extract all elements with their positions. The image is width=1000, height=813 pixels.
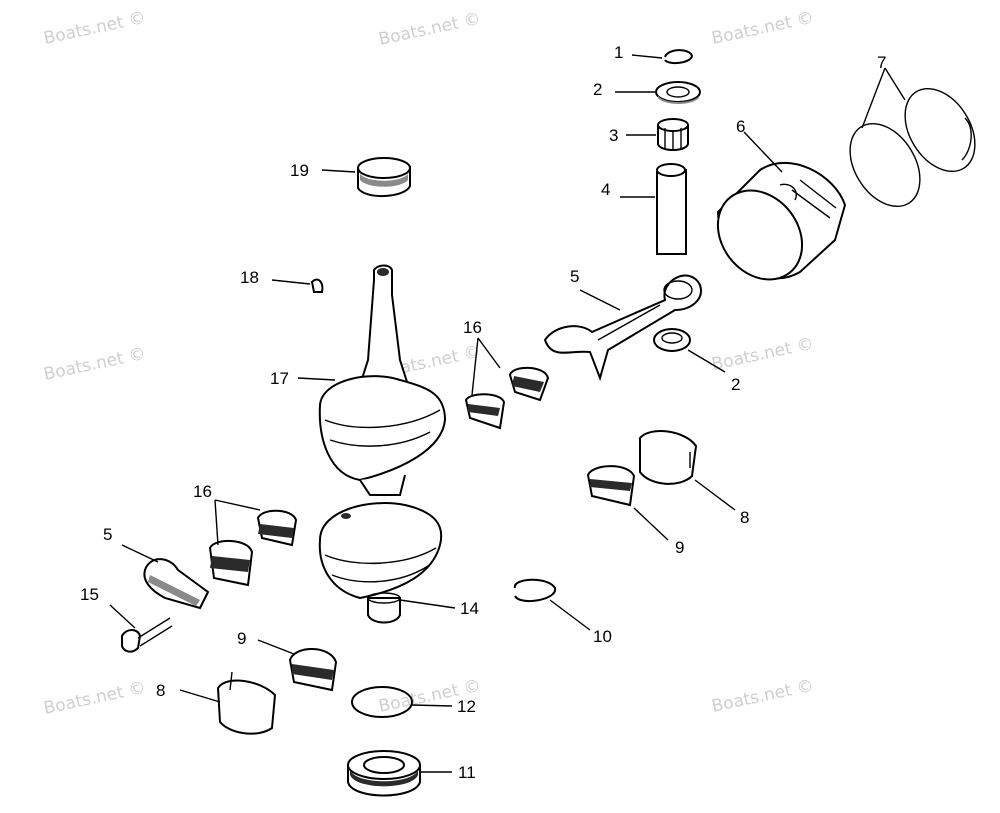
watermark: Boats.net © (377, 9, 483, 50)
watermark: Boats.net © (42, 8, 148, 49)
part-cap-screw (109, 604, 173, 653)
callout-4: 4 (601, 180, 610, 199)
callout-14: 14 (460, 599, 479, 618)
part-connecting-rod (543, 274, 702, 382)
part-piston (716, 131, 847, 281)
callout-15: 15 (80, 585, 99, 604)
part-thrust-washer-top (615, 81, 701, 104)
callout-18: 18 (240, 268, 259, 287)
part-seal (347, 750, 452, 797)
part-crankshaft (297, 264, 447, 624)
part-needle-bearing (626, 118, 689, 151)
callout-8: 8 (740, 508, 749, 527)
watermark: Boats.net © (710, 676, 816, 717)
callout-7: 7 (877, 53, 886, 72)
part-piston-rings (849, 67, 976, 208)
callout-16: 16 (193, 482, 212, 501)
part-wrist-pin (620, 163, 687, 255)
callout-12: 12 (457, 697, 476, 716)
callout-2: 2 (731, 375, 740, 394)
part-bearing-race-lower (179, 671, 277, 735)
callout-3: 3 (609, 126, 618, 145)
callout-10: 10 (593, 627, 612, 646)
callout-5: 5 (570, 267, 579, 286)
watermark: Boats.net © (42, 678, 148, 719)
part-bearing-liner-right (586, 465, 669, 541)
callout-1: 1 (614, 43, 623, 62)
part-bearing-liner-lower (257, 639, 338, 692)
callout-5: 5 (103, 525, 112, 544)
callout-2: 2 (593, 80, 602, 99)
callout-16: 16 (463, 318, 482, 337)
watermarks: Boats.net © Boats.net © Boats.net © Boat… (42, 8, 816, 719)
callout-9: 9 (675, 538, 684, 557)
callout-17: 17 (270, 369, 289, 388)
part-rod-cap (121, 544, 210, 610)
callout-8: 8 (156, 681, 165, 700)
part-o-ring (351, 686, 453, 718)
part-bushing (321, 157, 411, 198)
part-woodruff-key (271, 278, 324, 293)
callout-11: 11 (458, 763, 476, 782)
part-bearing-cage-upper (464, 337, 550, 430)
part-thrust-washer-bottom (653, 328, 726, 373)
part-main-bearing-pointer (399, 599, 456, 609)
callout-9: 9 (237, 629, 246, 648)
callout-19: 19 (290, 161, 309, 180)
callouts: 1 2 3 4 5 6 7 2 19 18 16 17 16 5 15 9 8 … (80, 43, 886, 782)
watermark: Boats.net © (710, 334, 816, 375)
callout-6: 6 (736, 117, 745, 136)
watermark: Boats.net © (42, 344, 148, 385)
watermark: Boats.net © (710, 8, 816, 49)
part-bearing-cage-lower (208, 499, 298, 587)
part-retaining-ring (631, 49, 694, 65)
part-bearing-race-right (639, 430, 736, 511)
part-retaining-ring-lower (514, 578, 591, 631)
